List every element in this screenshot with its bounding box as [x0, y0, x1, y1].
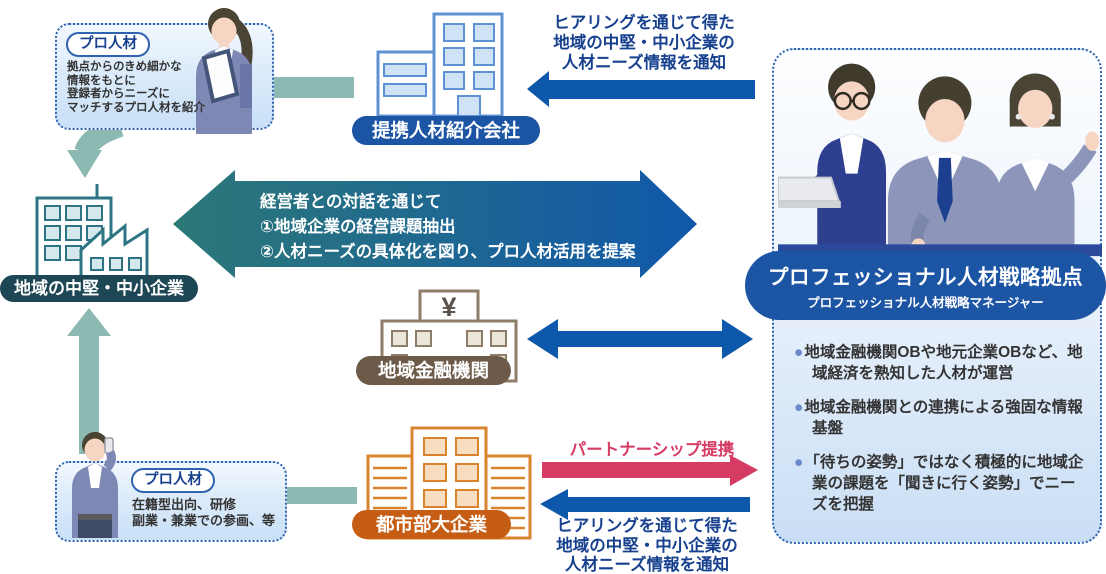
dialogue-text: 経営者との対話を通じて ①地域企業の経営課題抽出 ②人材ニーズの具体化を図り、プ… — [260, 190, 636, 265]
partnership-label: パートナーシップ提携 — [569, 441, 735, 459]
pro-talent-top-line1: 拠点からのきめ細かな — [67, 61, 182, 73]
pro-talent-top-tag: プロ人材 — [66, 32, 150, 57]
hub-title: プロフェッショナル人材戦略拠点 — [768, 266, 1083, 289]
bank-hub-double-arrow — [527, 319, 753, 359]
regional-bank-label: 地域金融機関 — [356, 356, 512, 386]
hub-subtitle: プロフェッショナル人材戦略マネージャー — [807, 296, 1044, 310]
regional-companies-icon — [35, 184, 149, 286]
hearing-top-line3: 人材ニーズ情報を通知 — [561, 54, 727, 72]
dialogue-line1: 経営者との対話を通じて — [260, 193, 442, 211]
hearing-top-line2: 地域の中堅・中小企業の — [553, 34, 735, 52]
agency-building-icon — [376, 12, 504, 118]
hearing-bottom-line1: ヒアリングを通じて得た — [556, 517, 738, 535]
connector-urban-to-probottom — [267, 487, 357, 504]
hub-point-2: 地域金融機関との連携による強固な情報基盤 — [794, 397, 1090, 439]
dialogue-line3: ②人材ニーズの具体化を図り、プロ人材活用を提案 — [260, 243, 636, 261]
svg-text:¥: ¥ — [441, 292, 456, 322]
pro-talent-top-line2: 情報をもとに — [67, 74, 136, 87]
hearing-top-line1: ヒアリングを通じて得た — [553, 14, 735, 32]
hub-point-3: 「待ちの姿勢」ではなく積極的に地域企業の課題を「聞きに行く姿勢」でニーズを把握 — [794, 452, 1090, 515]
hearing-top-text: ヒアリングを通じて得た 地域の中堅・中小企業の 人材ニーズ情報を通知 — [535, 13, 753, 73]
agency-label: 提携人材紹介会社 — [352, 116, 541, 146]
hearing-bottom-text: ヒアリングを通じて得た 地域の中堅・中小企業の 人材ニーズ情報を通知 — [538, 517, 756, 574]
hearing-bottom-arrow — [540, 489, 750, 520]
pro-talent-bottom-tag-label: プロ人材 — [131, 468, 215, 493]
arrowhead-up — [67, 308, 111, 336]
dialogue-double-arrow — [173, 170, 697, 278]
connector-probottom-to-region — [79, 332, 99, 454]
pro-talent-man-illustration — [72, 432, 118, 538]
pro-talent-top-line3: 登録者からニーズに — [67, 88, 170, 100]
pro-talent-top-tag-label: プロ人材 — [66, 32, 150, 57]
pro-talent-bottom-line2: 副業・兼業での参画、等 — [132, 513, 276, 528]
arrowhead-down — [67, 150, 102, 178]
hub-header: プロフェッショナル人材戦略拠点 プロフェッショナル人材戦略マネージャー — [745, 251, 1106, 320]
pro-talent-bottom-text: 在籍型出向、研修 副業・兼業での参画、等 — [132, 497, 275, 529]
pro-talent-woman-illustration — [196, 8, 253, 134]
pro-talent-bottom-tag: プロ人材 — [131, 468, 215, 493]
pro-talent-bottom-line1: 在籍型出向、研修 — [132, 497, 237, 512]
hearing-bottom-line3: 人材ニーズ情報を通知 — [564, 556, 730, 574]
hub-people-illustration — [778, 63, 1102, 257]
hub-point-1: 地域金融機関OBや地元企業OBなど、地域経済を熟知した人材が運営 — [794, 342, 1090, 384]
hub-points: 地域金融機関OBや地元企業OBなど、地域経済を熟知した人材が運営 地域金融機関と… — [794, 342, 1090, 529]
hearing-top-arrow — [527, 71, 755, 107]
dialogue-line2: ①地域企業の経営課題抽出 — [260, 218, 456, 236]
urban-companies-label: 都市部大企業 — [352, 510, 512, 540]
regional-companies-label: 地域の中堅・中小企業 — [0, 275, 198, 303]
connector-agency-to-pro — [268, 77, 354, 98]
pro-talent-top-text: 拠点からのきめ細かな 情報をもとに 登録者からニーズに マッチするプロ人材を紹介 — [67, 61, 205, 115]
hearing-bottom-line2: 地域の中堅・中小企業の — [556, 536, 738, 555]
pro-talent-top-line4: マッチするプロ人材を紹介 — [67, 101, 205, 114]
partnership-arrow — [542, 455, 758, 486]
